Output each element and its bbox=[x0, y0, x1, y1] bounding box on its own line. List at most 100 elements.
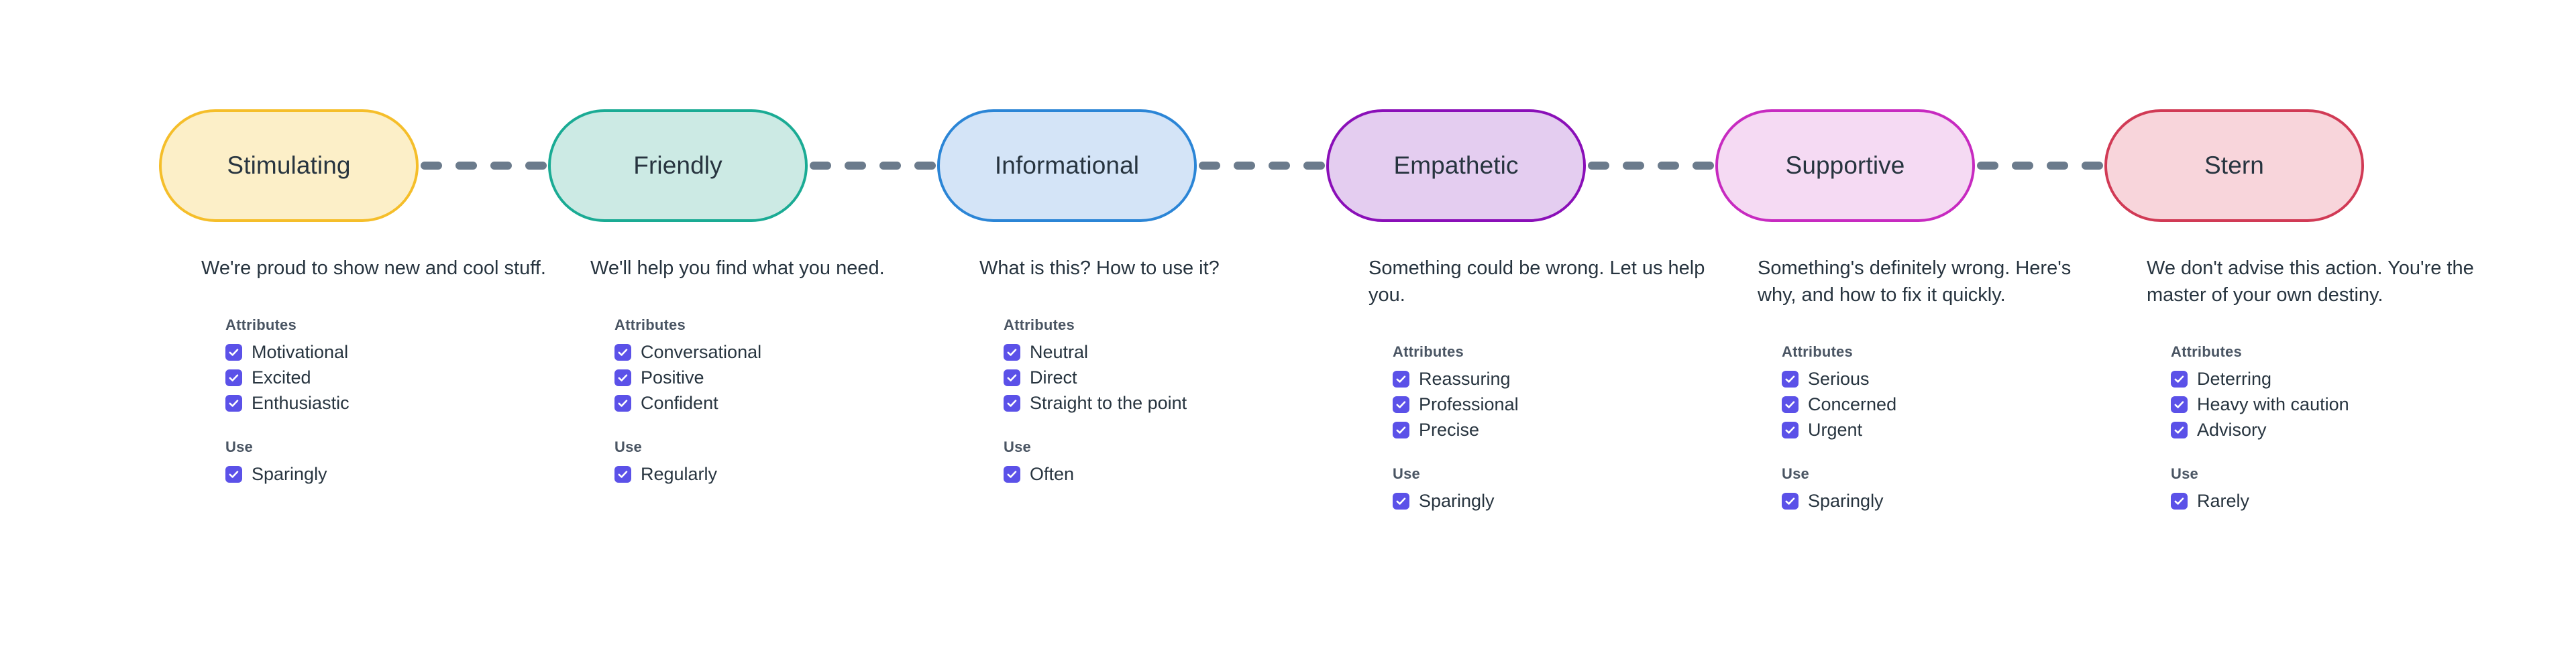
checkbox-checked[interactable] bbox=[1393, 396, 1409, 413]
checkbox-label: Motivational bbox=[252, 341, 349, 362]
connector-dash bbox=[2081, 162, 2103, 170]
stage-pill-supportive[interactable]: Supportive bbox=[1715, 109, 1975, 222]
checkbox-label: Positive bbox=[641, 367, 704, 388]
checkbox-row-attribute[interactable]: Enthusiastic bbox=[225, 390, 577, 416]
checkbox-checked[interactable] bbox=[225, 343, 242, 361]
connector-dash bbox=[490, 162, 512, 170]
checkbox-row-use[interactable]: Rarely bbox=[2171, 488, 2522, 514]
checkbox-label: Conversational bbox=[641, 341, 762, 362]
checkbox-checked[interactable] bbox=[2171, 492, 2188, 510]
stage-pill-informational[interactable]: Informational bbox=[937, 109, 1197, 222]
check-icon bbox=[1395, 399, 1407, 410]
checkbox-checked[interactable] bbox=[2171, 421, 2188, 438]
stage-pill-stimulating[interactable]: Stimulating bbox=[159, 109, 419, 222]
checkbox-label: Reassuring bbox=[1419, 368, 1511, 389]
checkbox-checked[interactable] bbox=[1004, 369, 1020, 386]
check-icon bbox=[1784, 424, 1796, 436]
connector-dash bbox=[1233, 162, 1255, 170]
stage-column-stern: We don't advise this action. You're the … bbox=[2147, 255, 2522, 514]
checkbox-checked[interactable] bbox=[1004, 465, 1020, 483]
check-icon bbox=[2174, 424, 2185, 436]
checkbox-checked[interactable] bbox=[1004, 394, 1020, 412]
stage-pill-stern[interactable]: Stern bbox=[2104, 109, 2364, 222]
checkbox-row-attribute[interactable]: Serious bbox=[1782, 366, 2133, 392]
stage-column-empathetic: Something could be wrong. Let us help yo… bbox=[1368, 255, 1744, 514]
use-heading: Use bbox=[2171, 465, 2198, 482]
use-heading: Use bbox=[1393, 465, 1420, 482]
checkbox-row-attribute[interactable]: Advisory bbox=[2171, 417, 2522, 442]
checkbox-checked[interactable] bbox=[614, 394, 631, 412]
checkbox-row-attribute[interactable]: Excited bbox=[225, 365, 577, 390]
checkbox-label: Sparingly bbox=[1808, 490, 1884, 511]
check-icon bbox=[617, 372, 629, 384]
connector-dash bbox=[1692, 162, 1714, 170]
checkbox-row-attribute[interactable]: Deterring bbox=[2171, 366, 2522, 392]
check-icon bbox=[228, 372, 239, 384]
checkbox-checked[interactable] bbox=[1393, 492, 1409, 510]
stage-pill-friendly[interactable]: Friendly bbox=[548, 109, 808, 222]
checkbox-row-attribute[interactable]: Positive bbox=[614, 365, 966, 390]
checkbox-row-use[interactable]: Regularly bbox=[614, 461, 966, 487]
checkbox-checked[interactable] bbox=[1782, 370, 1799, 388]
checkbox-checked[interactable] bbox=[614, 369, 631, 386]
check-icon bbox=[2174, 399, 2185, 410]
checkbox-label: Sparingly bbox=[252, 463, 327, 484]
stage-pill-empathetic[interactable]: Empathetic bbox=[1326, 109, 1586, 222]
checkbox-row-attribute[interactable]: Confident bbox=[614, 390, 966, 416]
stage-pill-label: Empathetic bbox=[1393, 152, 1519, 179]
checkbox-checked[interactable] bbox=[1782, 396, 1799, 413]
checkbox-row-attribute[interactable]: Concerned bbox=[1782, 392, 2133, 417]
check-icon bbox=[1006, 372, 1018, 384]
stage-pill-label: Stern bbox=[2204, 152, 2264, 179]
checkbox-checked[interactable] bbox=[2171, 396, 2188, 413]
stage-description: We're proud to show new and cool stuff. bbox=[201, 257, 546, 279]
checkbox-row-attribute[interactable]: Professional bbox=[1393, 392, 1744, 417]
checkbox-label: Straight to the point bbox=[1030, 392, 1187, 413]
checkbox-row-attribute[interactable]: Urgent bbox=[1782, 417, 2133, 442]
checkbox-checked[interactable] bbox=[614, 465, 631, 483]
checkbox-row-attribute[interactable]: Motivational bbox=[225, 339, 577, 365]
check-icon bbox=[2174, 495, 2185, 507]
checkbox-row-use[interactable]: Sparingly bbox=[1393, 488, 1744, 514]
check-icon bbox=[1395, 424, 1407, 436]
stage-connector-dashed-line bbox=[808, 162, 937, 170]
stage-column-supportive: Something's definitely wrong. Here's why… bbox=[1758, 255, 2133, 514]
checkbox-checked[interactable] bbox=[225, 394, 242, 412]
checkbox-checked[interactable] bbox=[1393, 370, 1409, 388]
connector-dash bbox=[1587, 162, 1609, 170]
attributes-heading: Attributes bbox=[1782, 343, 1853, 360]
checkbox-row-use[interactable]: Often bbox=[1004, 461, 1355, 487]
checkbox-checked[interactable] bbox=[225, 369, 242, 386]
checkbox-checked[interactable] bbox=[1782, 421, 1799, 438]
checkbox-row-attribute[interactable]: Conversational bbox=[614, 339, 966, 365]
stage-description: We'll help you find what you need. bbox=[590, 257, 885, 279]
checkbox-checked[interactable] bbox=[1393, 421, 1409, 438]
checkbox-row-use[interactable]: Sparingly bbox=[1782, 488, 2133, 514]
checkbox-label: Regularly bbox=[641, 463, 718, 484]
checkbox-label: Confident bbox=[641, 392, 718, 413]
check-icon bbox=[617, 469, 629, 480]
checkbox-row-attribute[interactable]: Neutral bbox=[1004, 339, 1355, 365]
connector-dash bbox=[1622, 162, 1644, 170]
checkbox-checked[interactable] bbox=[614, 343, 631, 361]
checkbox-row-attribute[interactable]: Direct bbox=[1004, 365, 1355, 390]
checkbox-checked[interactable] bbox=[1004, 343, 1020, 361]
checkbox-checked[interactable] bbox=[1782, 492, 1799, 510]
stage-connector-dashed-line bbox=[1975, 162, 2104, 170]
check-icon bbox=[228, 347, 239, 358]
checkbox-row-attribute[interactable]: Reassuring bbox=[1393, 366, 1744, 392]
checkbox-row-attribute[interactable]: Heavy with caution bbox=[2171, 392, 2522, 417]
check-icon bbox=[1006, 398, 1018, 409]
checkbox-row-use[interactable]: Sparingly bbox=[225, 461, 577, 487]
stage-pill-label: Informational bbox=[994, 152, 1140, 179]
checkbox-checked[interactable] bbox=[2171, 370, 2188, 388]
connector-dash bbox=[809, 162, 831, 170]
attributes-heading: Attributes bbox=[1393, 343, 1464, 360]
checkbox-row-attribute[interactable]: Straight to the point bbox=[1004, 390, 1355, 416]
checkbox-row-attribute[interactable]: Precise bbox=[1393, 417, 1744, 442]
checkbox-checked[interactable] bbox=[225, 465, 242, 483]
